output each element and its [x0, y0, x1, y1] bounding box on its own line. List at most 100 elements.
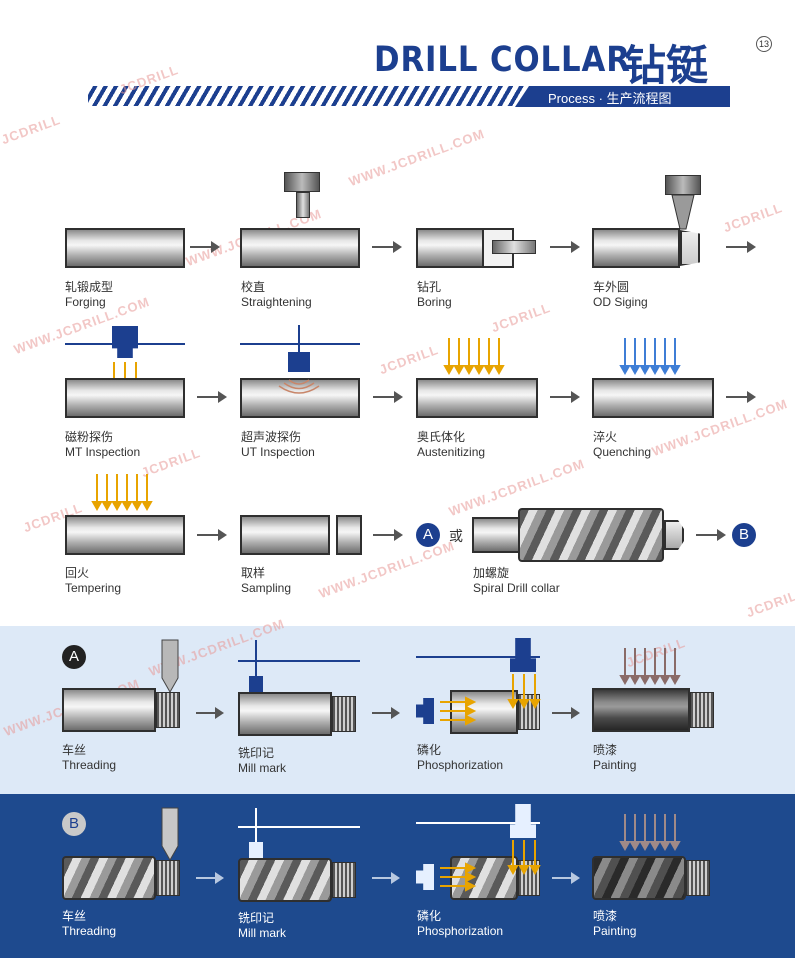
pipe — [472, 517, 520, 553]
pipe — [65, 515, 185, 555]
cutting-tool — [671, 194, 695, 230]
ut-probe-stem — [298, 325, 300, 355]
flow-arrow — [696, 529, 726, 541]
flow-arrow — [726, 391, 756, 403]
phos-line — [416, 656, 540, 658]
phos-side-nozzle — [416, 864, 434, 890]
spiral-collar — [238, 858, 332, 902]
paint-arrows — [619, 648, 681, 686]
page-title: DRILL COLLAR — [374, 40, 631, 80]
pipe — [592, 378, 714, 418]
flow-arrow — [372, 241, 402, 253]
press-ram — [296, 192, 310, 218]
thread-end — [332, 696, 356, 732]
flow-arrow — [190, 241, 220, 253]
page-number: 13 — [756, 36, 772, 52]
painted-pipe — [592, 688, 690, 732]
pipe — [62, 688, 156, 732]
header-stripes — [88, 86, 533, 106]
mt-probe — [112, 326, 138, 358]
spiral-collar — [450, 856, 518, 900]
flow-arrow — [726, 241, 756, 253]
heat-arrows — [507, 840, 541, 876]
thread-end — [690, 692, 714, 728]
pipe — [416, 228, 484, 268]
pipe — [592, 228, 680, 268]
watermark: JCDRILL — [0, 111, 63, 148]
process-subtitle: Process · 生产流程图 — [548, 91, 672, 106]
mill-cutter — [249, 842, 263, 858]
flow-arrow — [373, 529, 403, 541]
turned-end — [680, 230, 700, 266]
watermark: JCDRILL — [744, 584, 795, 621]
page-title-zh: 钻铤 — [624, 41, 709, 90]
spiral-collar — [518, 508, 664, 562]
pipe — [65, 378, 185, 418]
straightening-press — [284, 172, 320, 192]
painted-spiral-collar — [592, 856, 686, 900]
flow-arrow — [197, 529, 227, 541]
mill-stem — [255, 808, 257, 844]
heat-arrows — [440, 862, 477, 892]
mill-line — [238, 826, 360, 828]
sample-piece — [336, 515, 362, 555]
branch-b-marker: B — [62, 812, 86, 836]
thread-end — [156, 692, 180, 728]
thread-end — [686, 860, 710, 896]
flow-arrow — [373, 391, 403, 403]
drill-bit — [492, 240, 536, 254]
flow-arrow — [552, 707, 580, 719]
ultrasonic-waves — [278, 379, 320, 394]
thread-end — [332, 862, 356, 898]
heat-arrows — [440, 696, 477, 726]
threading-tool — [161, 639, 179, 694]
branch-or: 或 — [449, 528, 463, 544]
threading-tool — [161, 807, 179, 862]
branch-b-marker: B — [732, 523, 756, 547]
lathe-tool-holder — [665, 175, 701, 195]
branch-a-marker: A — [62, 645, 86, 669]
collar-end — [664, 520, 684, 550]
ut-probe-line — [240, 343, 360, 345]
flow-arrow — [552, 872, 580, 884]
heat-arrows — [507, 674, 541, 710]
pipe — [65, 228, 185, 268]
watermark: WWW.JCDRILL.COM — [346, 125, 487, 190]
cooling-arrows — [619, 338, 681, 376]
ut-probe — [288, 352, 310, 372]
mill-stem — [255, 640, 257, 678]
pipe — [238, 692, 332, 736]
paint-arrows — [619, 814, 681, 852]
heat-arrows — [443, 338, 505, 376]
watermark: JCDRILL — [489, 299, 553, 336]
mill-cutter — [249, 676, 263, 692]
phos-side-nozzle — [416, 698, 434, 724]
phos-line — [416, 822, 540, 824]
flow-arrow — [196, 707, 224, 719]
pipe — [416, 378, 538, 418]
flow-arrow — [197, 391, 227, 403]
heat-arrows — [91, 474, 153, 512]
branch-a-marker: A — [416, 523, 440, 547]
watermark: JCDRILL — [721, 199, 785, 236]
thread-end — [156, 860, 180, 896]
mill-line — [238, 660, 360, 662]
